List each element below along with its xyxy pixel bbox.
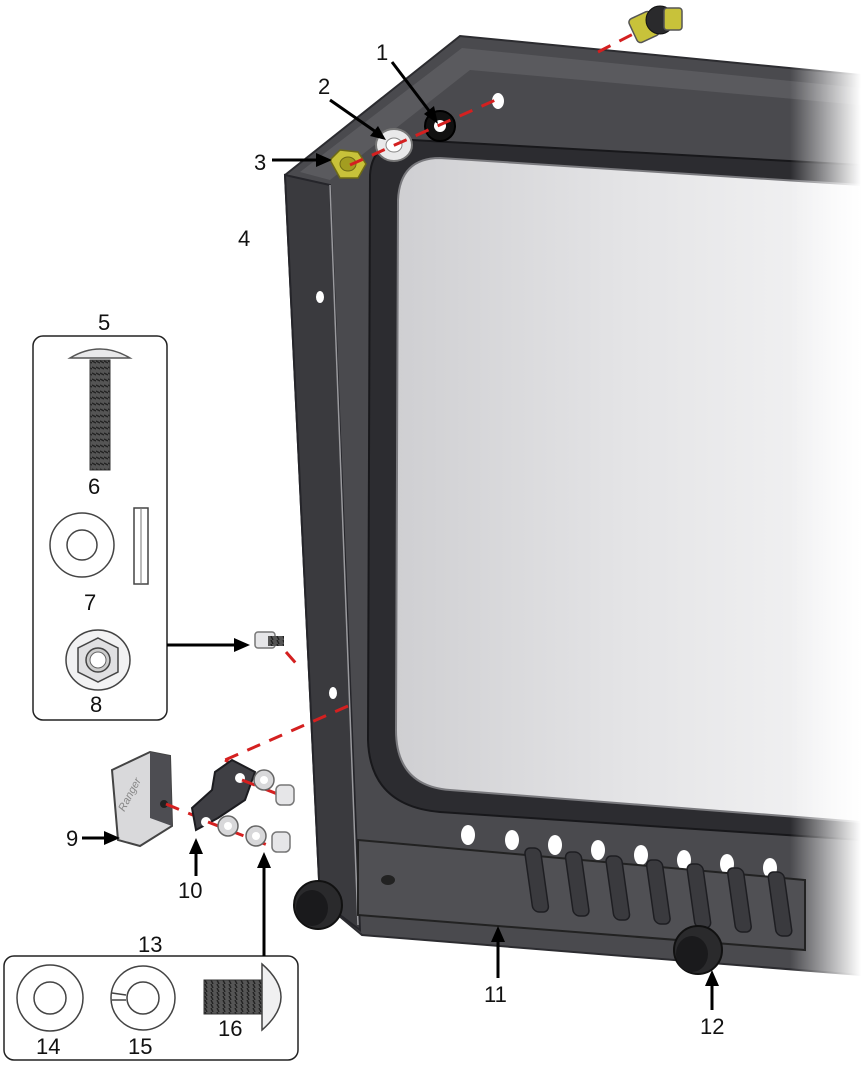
washer-large-icon [49, 507, 149, 585]
latch-bracket-group: Ranger [110, 750, 295, 853]
corner-bolt-icon [597, 5, 683, 54]
callout-10: 10 [178, 878, 202, 903]
knob-right [673, 925, 723, 975]
callout-1: 1 [376, 40, 388, 65]
detail-box-13 [3, 955, 299, 1061]
detail-box-5 [32, 335, 168, 721]
door-frame [283, 30, 861, 990]
callout-14: 14 [36, 1034, 60, 1059]
callout-8: 8 [90, 692, 102, 717]
callout-2: 2 [318, 74, 330, 99]
knob-left [293, 880, 343, 930]
callout-labels: 1 2 3 4 5 6 7 8 9 10 11 12 13 14 15 16 [36, 40, 724, 1059]
callout-13: 13 [138, 932, 162, 957]
button-head-screw-icon [203, 962, 282, 1032]
washer-icon [16, 964, 84, 1032]
lower-rail-slots [461, 825, 777, 878]
bumper-block: Ranger [110, 750, 174, 848]
callout-11: 11 [484, 982, 507, 1007]
split-lock-washer-icon [110, 965, 176, 1031]
callout-7: 7 [84, 590, 96, 615]
callout-9: 9 [66, 826, 78, 851]
flange-bolt-icon [67, 348, 133, 471]
kick-plate [357, 838, 806, 952]
flange-nut-icon [65, 629, 131, 691]
callout-3: 3 [254, 150, 266, 175]
callout-4: 4 [238, 226, 250, 251]
callout-16: 16 [218, 1016, 242, 1041]
callout-15: 15 [128, 1034, 152, 1059]
leader-arrows [82, 61, 719, 1010]
callout-5: 5 [98, 310, 110, 335]
callout-6: 6 [88, 474, 100, 499]
lock-nut-icon [329, 149, 367, 179]
callout-12: 12 [700, 1014, 724, 1039]
